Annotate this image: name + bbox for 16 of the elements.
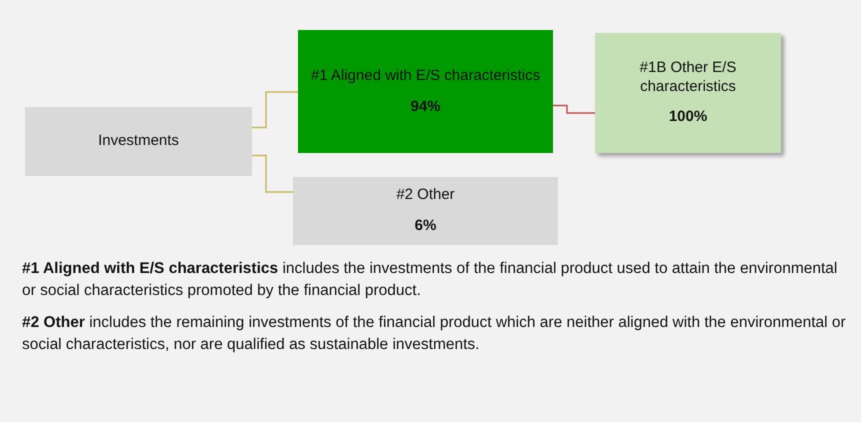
- box-title: #2 Other: [396, 186, 455, 205]
- percentage-value: 100%: [668, 108, 708, 128]
- category-box: [293, 177, 558, 245]
- definition-text: #2 Other includes the remaining investments of the financial product which are neither aligned with the environmental or social characteristics, nor are qualified as sustainable investments.: [22, 313, 847, 355]
- percentage-value: 6%: [414, 217, 436, 236]
- box-title: #1 Aligned with E/S characteristics: [310, 66, 540, 86]
- percentage-value: 94%: [410, 98, 441, 116]
- connector-line: [553, 104, 595, 114]
- category-box: [298, 30, 553, 153]
- definition-text: #1 Aligned with E/S characteristics includes the investments of the financial product used to attain the environmental or social characteristics promoted by the financial product.: [22, 259, 838, 301]
- box-title: #1B Other E/S characteristics: [638, 58, 738, 96]
- category-box: [25, 107, 252, 176]
- category-box: [595, 33, 781, 153]
- connector-line: [252, 91, 298, 128]
- connector-line: [252, 154, 293, 193]
- box-title: Investments: [98, 132, 179, 151]
